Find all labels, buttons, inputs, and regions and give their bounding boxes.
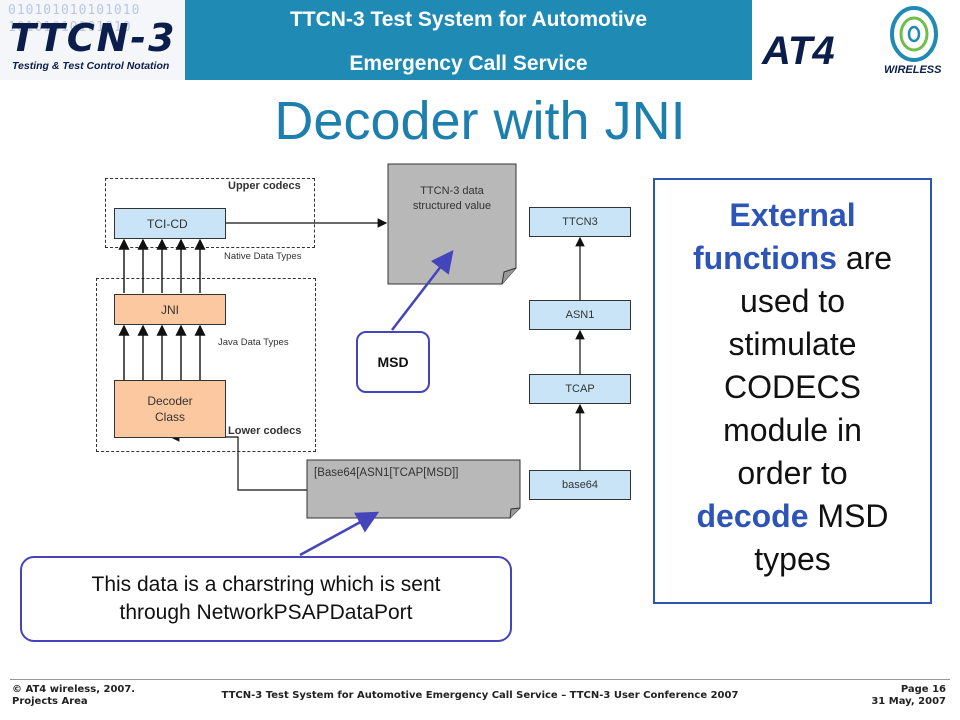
footer-center-text: TTCN-3 Test System for Automotive Emerge…: [221, 690, 739, 701]
footer-page-info: Page 16 31 May, 2007: [871, 684, 946, 707]
msd-pointer: [391, 250, 454, 331]
at4-swirl-icon: AT4 WIRELESS: [761, 6, 942, 76]
jni-box: JNI: [114, 294, 226, 325]
footer-rule: [10, 679, 950, 680]
at4-wireless-logo: AT4 WIRELESS: [752, 0, 960, 80]
logo-bits: 010101010101010 10101010101010: [8, 3, 141, 35]
footer-copyright: © AT4 wireless, 2007. Projects Area: [12, 684, 136, 707]
stack-ttcn3-box: TTCN3: [529, 207, 631, 237]
charstring-callout: This data is a charstring which is sent …: [20, 556, 512, 642]
slide-title: Decoder with JNI: [274, 91, 686, 151]
stack-base64-box: base64: [529, 470, 631, 500]
decoder-class-box: Decoder Class: [114, 380, 226, 438]
header-band: [185, 0, 752, 80]
stack-tcap-box: TCAP: [529, 374, 631, 404]
header-title-line1: TTCN-3 Test System for Automotive: [289, 8, 648, 31]
header-title-line2: Emergency Call Service: [349, 52, 588, 75]
ttcn3-logo: 010101010101010 10101010101010 TTCN-3 Te…: [0, 0, 185, 80]
ttcn3-logo-mark: TTCN-3: [10, 16, 177, 60]
ttcn3-value-document-shape: [387, 163, 517, 285]
charstring-pointer: [299, 511, 380, 557]
decoder-class-line2: Class: [154, 410, 185, 424]
jni-to-tcicd-arrows: [118, 238, 206, 293]
lower-codecs-group: [96, 278, 316, 452]
upper-codecs-label: Upper codecs: [228, 180, 301, 192]
tci-cd-box: TCI-CD: [114, 208, 226, 239]
external-functions-box: External functions are used to stimulate…: [653, 178, 932, 604]
ttcn3-value-label: TTCN-3 data structured value: [412, 185, 492, 212]
raw-to-decoder-arrow: [169, 432, 307, 491]
ttcn3-logo-tagline: Testing & Test Control Notation: [12, 60, 170, 72]
stack-asn1-box: ASN1: [529, 300, 631, 330]
at4-logo-mark: AT4: [761, 29, 835, 73]
decoder-class-line1: Decoder: [147, 394, 193, 408]
java-data-types-label: Java Data Types: [218, 337, 289, 348]
raw-data-label: [Base64[ASN1[TCAP[MSD]]: [314, 467, 459, 479]
lower-codecs-label: Lower codecs: [228, 425, 302, 437]
decoder-to-jni-arrows: [118, 324, 206, 380]
at4-logo-sub: WIRELESS: [884, 64, 942, 76]
charstring-callout-line1: This data is a charstring which is sent: [91, 573, 441, 596]
native-data-types-label: Native Data Types: [224, 251, 302, 262]
upper-codecs-group: [105, 178, 315, 248]
msd-callout: MSD: [356, 331, 430, 393]
charstring-callout-line2: through NetworkPSAPDataPort: [119, 601, 413, 624]
